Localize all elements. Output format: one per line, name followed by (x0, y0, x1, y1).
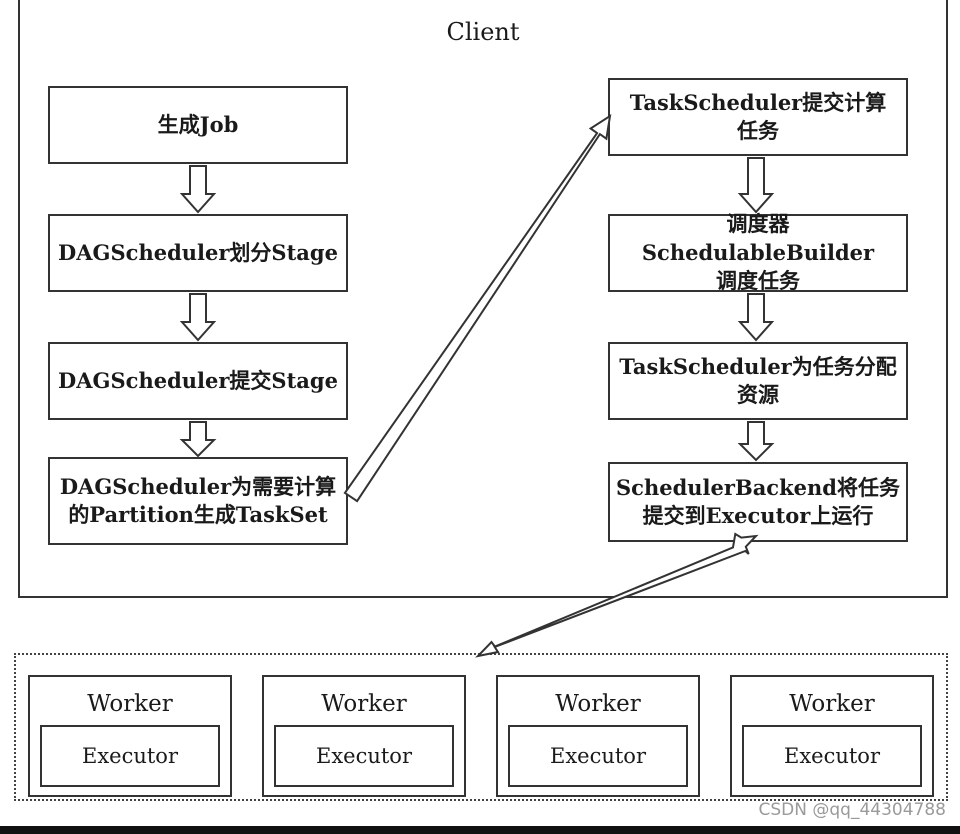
watermark: CSDN @qq_44304788 (758, 800, 946, 820)
worker-box: Worker Executor (262, 675, 466, 797)
worker-box: Worker Executor (28, 675, 232, 797)
worker-label: Worker (87, 691, 173, 717)
step-dag-generate-taskset: DAGScheduler为需要计算 的Partition生成TaskSet (48, 457, 348, 545)
executor-box: Executor (274, 725, 454, 787)
worker-box: Worker Executor (730, 675, 934, 797)
worker-label: Worker (555, 691, 641, 717)
client-title: Client (446, 18, 520, 46)
step-dag-submit-stage: DAGScheduler提交Stage (48, 342, 348, 420)
worker-label: Worker (789, 691, 875, 717)
step-dag-divide-stage: DAGScheduler划分Stage (48, 214, 348, 292)
worker-box: Worker Executor (496, 675, 700, 797)
step-backend-submit: SchedulerBackend将任务 提交到Executor上运行 (608, 462, 908, 542)
executor-box: Executor (40, 725, 220, 787)
worker-label: Worker (321, 691, 407, 717)
step-schedulable-builder: 调度器SchedulableBuilder 调度任务 (608, 211, 908, 293)
step-task-submit: TaskScheduler提交计算 任务 (608, 78, 908, 156)
bottom-bar (0, 826, 960, 834)
step-generate-job: 生成Job (48, 86, 348, 164)
executor-box: Executor (742, 725, 922, 787)
step-task-assign-resource: TaskScheduler为任务分配 资源 (608, 342, 908, 420)
executor-box: Executor (508, 725, 688, 787)
